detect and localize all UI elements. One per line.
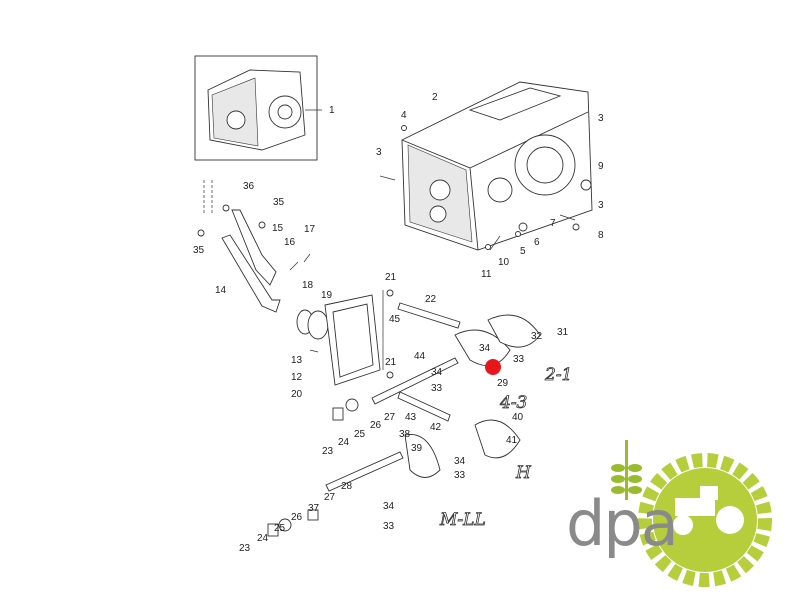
callout: 44 (414, 351, 426, 362)
callout: 37 (308, 503, 320, 514)
callout: 11 (481, 269, 492, 280)
callout: 3 (376, 147, 382, 158)
callout: 17 (304, 224, 316, 235)
callout: 35 (193, 245, 205, 256)
logo-text: dpa (566, 487, 677, 560)
callout: 41 (506, 435, 518, 446)
callout: 33 (454, 470, 466, 481)
callout: 3 (598, 113, 604, 124)
callout: 33 (431, 383, 443, 394)
callout: 23 (322, 446, 334, 457)
callout: 21 (385, 357, 397, 368)
range-mark-h: H (515, 463, 532, 483)
highlight-marker (485, 359, 501, 375)
callout: 45 (389, 314, 401, 325)
fasteners (379, 125, 592, 251)
callout: 24 (338, 437, 350, 448)
callout: 19 (321, 290, 333, 301)
range-mark-m-ll: M-LL (439, 510, 486, 530)
callout: 29 (497, 378, 509, 389)
shift-rails (267, 302, 541, 537)
callout: 20 (291, 389, 303, 400)
assembly-thumbnail (194, 55, 322, 161)
callout: 31 (557, 327, 569, 338)
callout: 1 (329, 105, 335, 116)
callout: 5 (520, 246, 526, 257)
callout: 34 (454, 456, 466, 467)
callout: 34 (383, 501, 395, 512)
callout: 40 (512, 412, 524, 423)
callout: 39 (411, 443, 423, 454)
callout: 34 (479, 343, 491, 354)
callout: 12 (291, 372, 303, 383)
callout: 43 (405, 412, 417, 423)
range-mark-2-1: 2-1 (544, 365, 572, 385)
callout: 25 (274, 523, 286, 534)
callout: 33 (383, 521, 395, 532)
callout-labels: 1 2 4 3 3 9 3 7 8 6 5 10 11 36 35 15 35 … (193, 92, 604, 554)
transmission-housing (401, 81, 593, 251)
shift-levers (197, 180, 329, 340)
callout: 42 (430, 422, 442, 433)
cover-plate (309, 289, 394, 386)
callout: 34 (431, 367, 443, 378)
callout: 7 (550, 218, 556, 229)
callout: 28 (341, 481, 353, 492)
callout: 38 (399, 429, 411, 440)
range-mark-4-3: 4-3 (499, 393, 527, 413)
callout: 18 (302, 280, 314, 291)
callout: 33 (513, 354, 525, 365)
callout: 16 (284, 237, 296, 248)
callout: 25 (354, 429, 366, 440)
callout: 9 (598, 161, 604, 172)
callout: 14 (215, 285, 227, 296)
callout: 23 (239, 543, 251, 554)
callout: 26 (291, 512, 303, 523)
wheat-icon (611, 440, 642, 500)
callout: 2 (432, 92, 438, 103)
callout: 27 (384, 412, 396, 423)
dpa-logo: dpa (566, 440, 772, 587)
callout: 15 (272, 223, 284, 234)
callout: 26 (370, 420, 382, 431)
callout: 3 (598, 200, 604, 211)
callout: 22 (425, 294, 437, 305)
callout: 8 (598, 230, 604, 241)
callout: 32 (531, 331, 543, 342)
callout: 24 (257, 533, 269, 544)
callout: 21 (385, 272, 397, 283)
callout: 10 (498, 257, 510, 268)
callout: 35 (273, 197, 285, 208)
tractor-icon (673, 486, 744, 535)
callout: 36 (243, 181, 255, 192)
callout: 27 (324, 492, 336, 503)
callout: 6 (534, 237, 540, 248)
callout: 13 (291, 355, 303, 366)
callout: 4 (401, 110, 407, 121)
